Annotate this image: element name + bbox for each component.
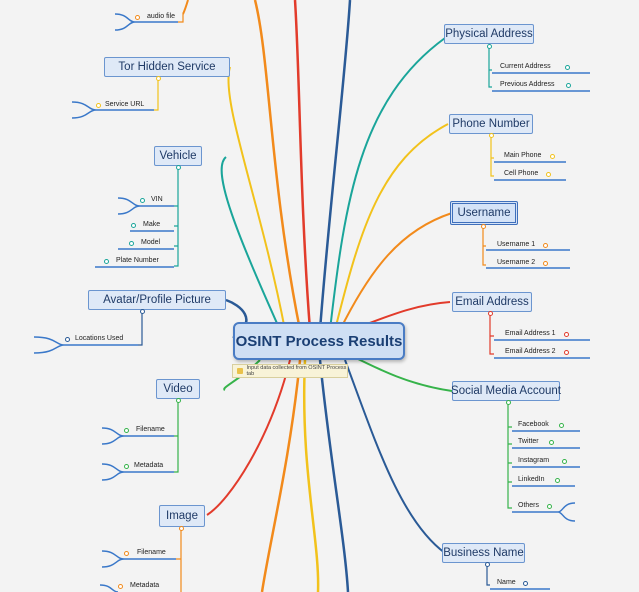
collapse-circle-icon[interactable] [179, 526, 184, 531]
leaf-model[interactable]: Model [141, 239, 161, 246]
topic-username[interactable]: Username [450, 201, 518, 225]
circle-icon [96, 103, 101, 108]
leaf-service-url[interactable]: Service URL [105, 101, 145, 108]
central-topic[interactable]: OSINT Process Results [233, 322, 405, 360]
topic-image[interactable]: Image [159, 505, 205, 527]
leaf-image-filename[interactable]: Filename [137, 549, 166, 556]
collapse-circle-icon[interactable] [156, 76, 161, 81]
leaf-name[interactable]: Name [497, 579, 516, 586]
circle-icon [564, 350, 569, 355]
note-icon [237, 368, 243, 374]
circle-icon [124, 551, 129, 556]
topic-tor-hidden-service[interactable]: Tor Hidden Service [104, 57, 230, 77]
circle-icon [104, 259, 109, 264]
circle-icon [65, 337, 70, 342]
collapse-circle-icon[interactable] [176, 398, 181, 403]
topic-avatar-profile-picture[interactable]: Avatar/Profile Picture [88, 290, 226, 310]
leaf-username-2[interactable]: Username 2 [497, 259, 536, 266]
leaf-linkedin[interactable]: LinkedIn [518, 476, 545, 483]
circle-icon [140, 198, 145, 203]
circle-icon [135, 15, 140, 20]
topic-phone-number[interactable]: Phone Number [449, 114, 533, 134]
leaf-facebook[interactable]: Facebook [518, 421, 549, 428]
collapse-circle-icon[interactable] [140, 309, 145, 314]
circle-icon [546, 172, 551, 177]
circle-icon [564, 332, 569, 337]
leaf-instagram[interactable]: Instagram [518, 457, 550, 464]
circle-icon [131, 223, 136, 228]
leaf-image-metadata[interactable]: Metadata [130, 582, 160, 589]
collapse-circle-icon[interactable] [506, 400, 511, 405]
note-text: Input data collected from OSINT Process … [246, 365, 347, 377]
leaf-previous-address[interactable]: Previous Address [500, 81, 555, 88]
topic-physical-address[interactable]: Physical Address [444, 24, 534, 44]
circle-icon [124, 428, 129, 433]
leaf-twitter[interactable]: Twitter [518, 438, 539, 445]
circle-icon [565, 65, 570, 70]
leaf-email-address-1[interactable]: Email Address 1 [505, 330, 556, 337]
circle-icon [555, 478, 560, 483]
leaf-video-metadata[interactable]: Metadata [134, 462, 164, 469]
topic-email-address[interactable]: Email Address [452, 292, 532, 312]
circle-icon [559, 423, 564, 428]
circle-icon [523, 581, 528, 586]
circle-icon [566, 83, 571, 88]
leaf-main-phone[interactable]: Main Phone [504, 152, 542, 159]
topic-vehicle[interactable]: Vehicle [154, 146, 202, 166]
leaf-video-filename[interactable]: Filename [136, 426, 165, 433]
leaf-plate-number[interactable]: Plate Number [116, 257, 159, 264]
leaf-make[interactable]: Make [143, 221, 161, 228]
circle-icon [562, 459, 567, 464]
circle-icon [547, 504, 552, 509]
collapse-circle-icon[interactable] [481, 224, 486, 229]
circle-icon [543, 261, 548, 266]
leaf-current-address[interactable]: Current Address [500, 63, 551, 70]
collapse-circle-icon[interactable] [485, 562, 490, 567]
leaf-audio-file[interactable]: audio file [147, 13, 176, 20]
collapse-circle-icon[interactable] [176, 165, 181, 170]
collapse-circle-icon[interactable] [488, 311, 493, 316]
circle-icon [543, 243, 548, 248]
leaf-locations-used[interactable]: Locations Used [75, 335, 124, 342]
circle-icon [550, 154, 555, 159]
leaf-vin[interactable]: VIN [151, 196, 163, 203]
circle-icon [549, 440, 554, 445]
collapse-circle-icon[interactable] [489, 133, 494, 138]
circle-icon [129, 241, 134, 246]
topic-video[interactable]: Video [156, 379, 200, 399]
leaf-username-1[interactable]: Username 1 [497, 241, 536, 248]
topic-social-media-account[interactable]: Social Media Account [451, 381, 561, 401]
leaf-email-address-2[interactable]: Email Address 2 [505, 348, 556, 355]
central-note: Input data collected from OSINT Process … [232, 364, 348, 378]
circle-icon [124, 464, 129, 469]
leaf-others[interactable]: Others [518, 502, 540, 509]
collapse-circle-icon[interactable] [487, 44, 492, 49]
topic-business-name[interactable]: Business Name [442, 543, 525, 563]
leaf-cell-phone[interactable]: Cell Phone [504, 170, 539, 177]
circle-icon [118, 584, 123, 589]
